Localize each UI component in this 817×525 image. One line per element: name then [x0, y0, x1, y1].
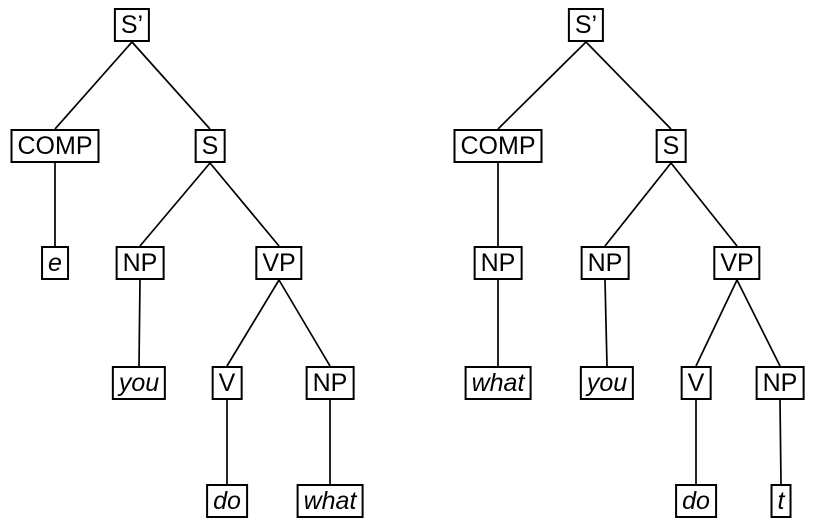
left-tree-edge-s-np1 [139, 162, 211, 247]
node-label: t [777, 487, 785, 515]
right-tree-edge-np1-you [604, 279, 608, 367]
right-tree-edge-vp-v [695, 279, 738, 367]
node-label: V [687, 369, 705, 397]
left-tree-node-what: what [296, 484, 364, 518]
right-tree-node-t: t [770, 484, 792, 518]
left-tree-edge-np1-you [138, 279, 141, 367]
left-tree-edge-sbar-s [131, 41, 211, 130]
node-label: what [303, 487, 357, 515]
node-label: VP [720, 249, 754, 277]
right-tree-node-sbar: S’ [567, 8, 605, 42]
right-tree-edge-vp-np2 [736, 279, 781, 367]
right-tree-node-s: S [655, 129, 687, 163]
right-tree-node-what: what [464, 366, 532, 400]
node-label: NP [587, 249, 623, 277]
node-label: NP [762, 369, 798, 397]
right-tree-node-you: you [579, 366, 635, 400]
left-tree-node-s: S [194, 129, 226, 163]
left-tree-node-np1: NP [115, 246, 165, 280]
left-tree-node-vp: VP [255, 246, 303, 280]
right-tree-node-vp: VP [713, 246, 761, 280]
left-tree-edge-vp-np2 [278, 279, 331, 367]
right-tree-node-v: V [680, 366, 712, 400]
right-tree-node-np0: NP [473, 246, 523, 280]
node-label: NP [480, 249, 516, 277]
left-tree-node-np2: NP [305, 366, 355, 400]
node-label: S’ [120, 11, 144, 39]
right-tree-node-do: do [675, 484, 717, 518]
left-tree-node-v: V [211, 366, 243, 400]
node-label: do [213, 487, 241, 515]
node-label: you [118, 369, 160, 397]
left-tree-edge-s-vp [209, 162, 280, 247]
left-tree-node-do: do [206, 484, 248, 518]
left-tree-node-e: e [41, 246, 69, 280]
node-label: V [218, 369, 236, 397]
right-tree-node-np1: NP [580, 246, 630, 280]
node-label: e [48, 249, 62, 277]
node-label: S [201, 132, 219, 160]
left-tree-node-you: you [111, 366, 167, 400]
left-tree-edge-vp-v [226, 279, 280, 367]
node-label: NP [312, 369, 348, 397]
left-tree-node-comp: COMP [10, 129, 100, 163]
node-label: COMP [17, 132, 93, 160]
left-tree-node-sbar: S’ [113, 8, 151, 42]
node-label: what [471, 369, 525, 397]
node-label: NP [122, 249, 158, 277]
right-tree-node-comp: COMP [453, 129, 543, 163]
node-label: do [682, 487, 710, 515]
right-tree-node-np2: NP [755, 366, 805, 400]
right-tree-edge-np2-t [779, 399, 782, 485]
right-tree-edge-sbar-s [585, 41, 672, 130]
node-label: S [662, 132, 680, 160]
right-tree-edge-sbar-comp [497, 41, 587, 130]
node-label: you [586, 369, 628, 397]
node-label: S’ [574, 11, 598, 39]
node-label: COMP [460, 132, 536, 160]
right-tree-edge-s-np1 [604, 162, 672, 247]
left-tree-edge-sbar-comp [54, 41, 133, 130]
right-tree-edge-s-vp [670, 162, 738, 247]
node-label: VP [262, 249, 296, 277]
